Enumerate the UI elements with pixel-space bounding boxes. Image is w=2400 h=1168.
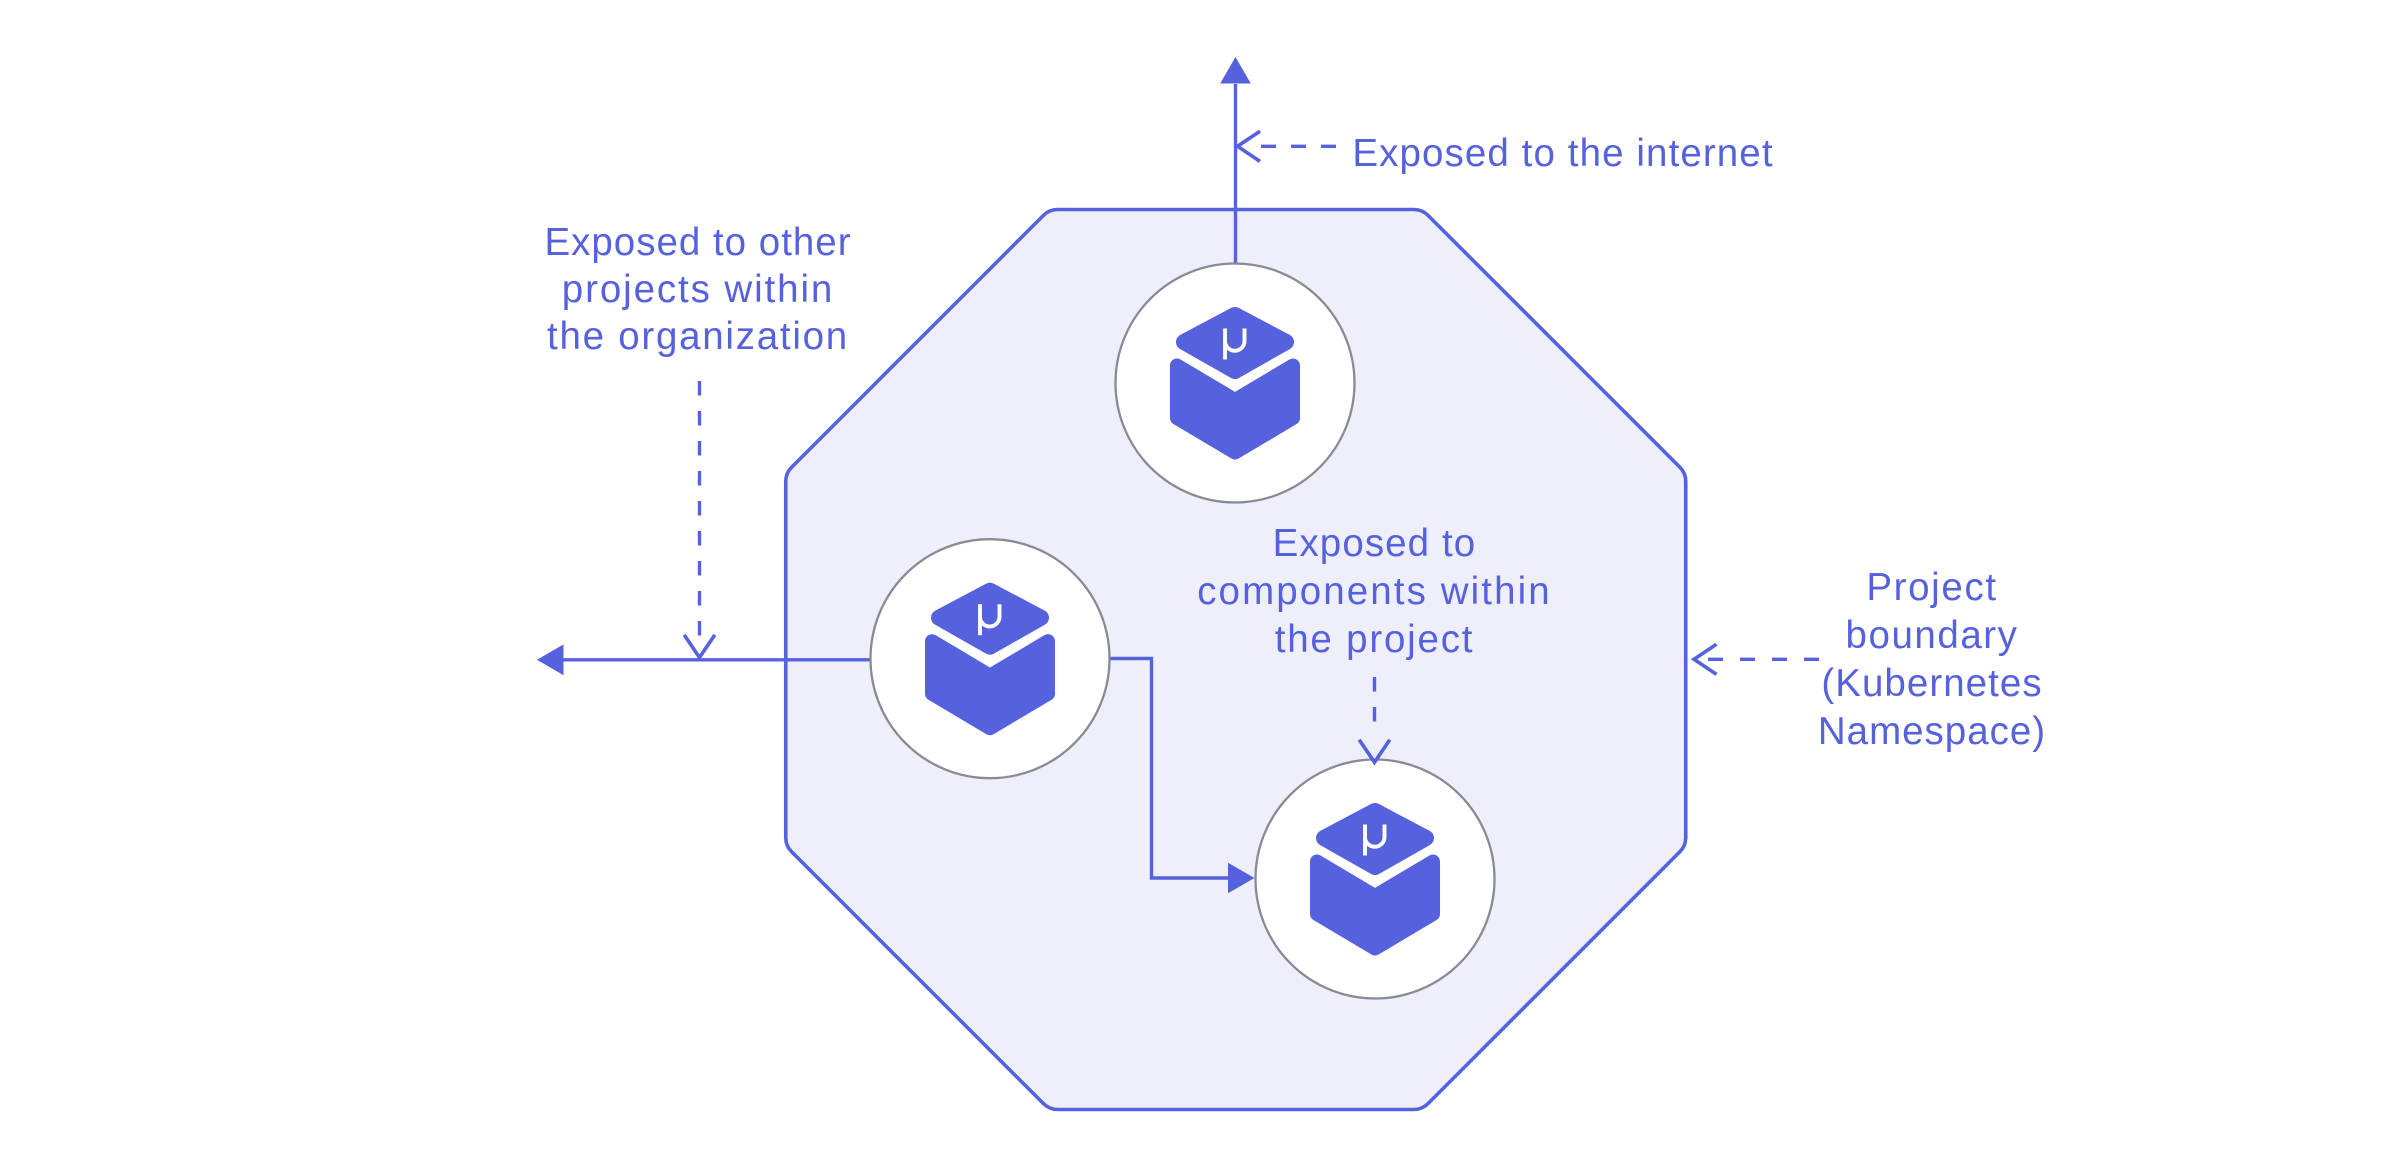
svg-text:components within: components within — [1197, 570, 1552, 613]
svg-text:projects within: projects within — [562, 268, 834, 311]
svg-text:Exposed to other: Exposed to other — [544, 221, 851, 264]
svg-text:the organization: the organization — [547, 315, 849, 358]
svg-text:Namespace): Namespace) — [1818, 710, 2046, 753]
svg-text:Project: Project — [1866, 566, 1997, 609]
svg-text:(Kubernetes: (Kubernetes — [1821, 662, 2042, 705]
svg-text:boundary: boundary — [1846, 614, 2019, 657]
svg-text:Exposed to: Exposed to — [1273, 522, 1477, 565]
svg-text:the project: the project — [1275, 618, 1475, 661]
svg-text:Exposed to the internet: Exposed to the internet — [1352, 132, 1773, 175]
